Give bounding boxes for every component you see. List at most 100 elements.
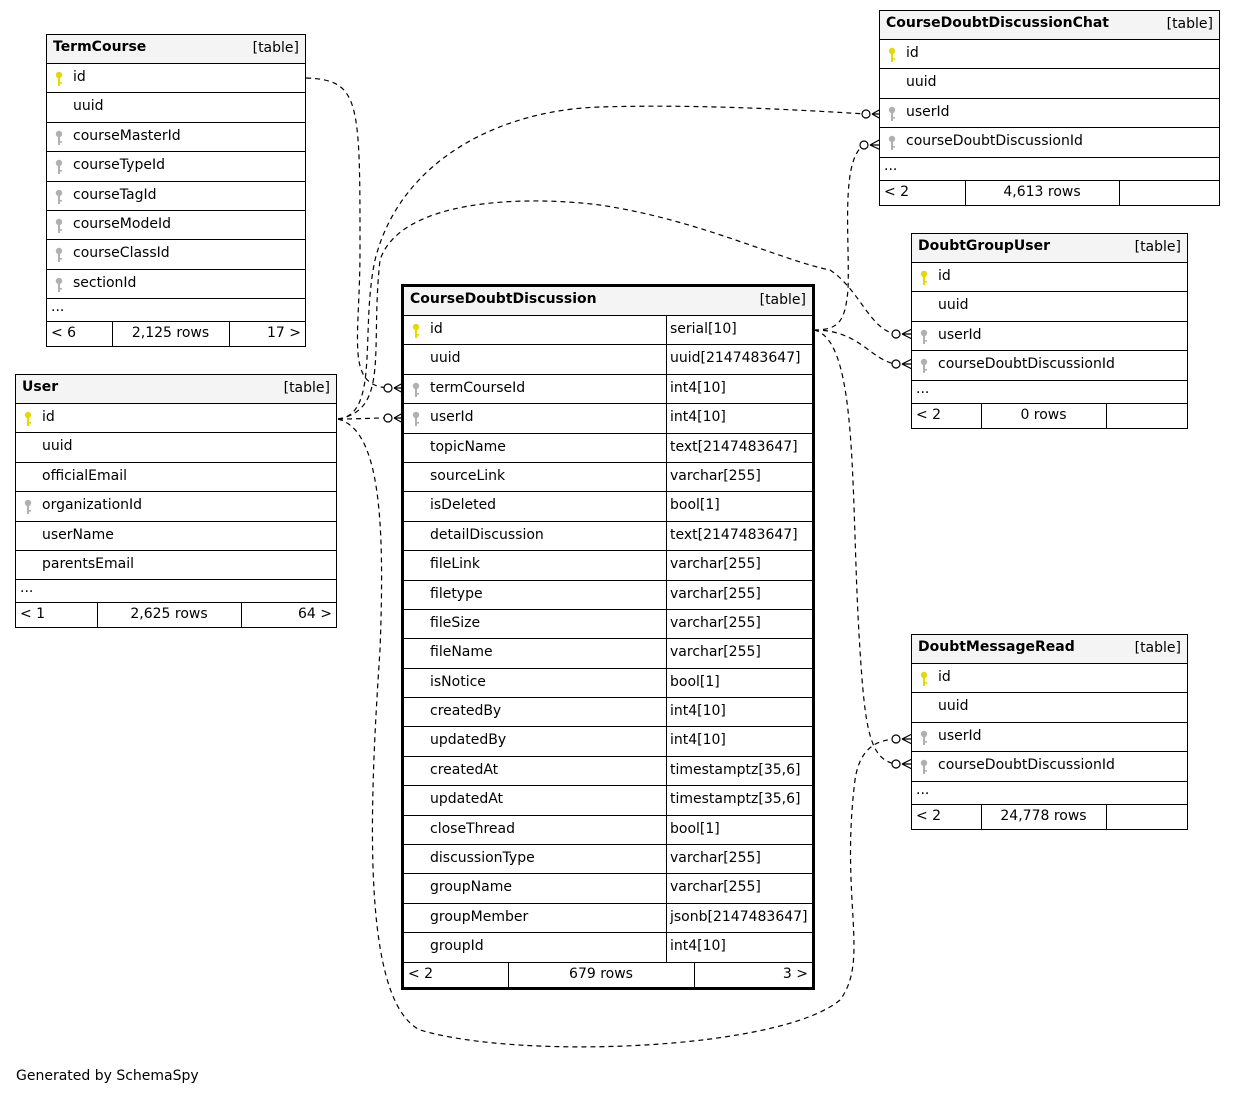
column-row[interactable]: id (912, 664, 1187, 694)
column-row[interactable]: courseMasterId (47, 123, 305, 153)
column-row[interactable]: uuid (880, 69, 1219, 99)
column-name: userId (430, 409, 474, 426)
column-row[interactable]: userName (16, 522, 336, 551)
footer-divider (241, 603, 242, 628)
column-divider (666, 727, 667, 756)
foreign-key-icon (919, 358, 929, 374)
children-count[interactable]: 17 > (267, 325, 301, 342)
column-row[interactable]: organizationId (16, 492, 336, 522)
column-divider (666, 316, 667, 345)
column-name: courseModeId (73, 215, 171, 232)
parents-count[interactable]: < 6 (51, 325, 77, 342)
column-divider (666, 815, 667, 845)
column-type: int4[10] (670, 409, 726, 426)
column-row[interactable]: courseTypeId (47, 152, 305, 182)
parents-count[interactable]: < 2 (884, 183, 910, 200)
column-row[interactable]: userId (880, 99, 1219, 129)
table-name[interactable]: TermCourse (53, 39, 147, 55)
column-type: timestamptz[35,6] (670, 791, 801, 808)
generated-by-label: Generated by SchemaSpy (16, 1068, 199, 1084)
row-count: 0 rows (1020, 406, 1067, 423)
column-row[interactable]: courseDoubtDiscussionId (880, 128, 1219, 158)
column-name: uuid (73, 98, 104, 115)
column-row[interactable]: courseClassId (47, 240, 305, 270)
table-name[interactable]: CourseDoubtDiscussion (410, 291, 597, 307)
table-name[interactable]: DoubtMessageRead (918, 639, 1075, 655)
column-row[interactable]: uuid (16, 433, 336, 463)
children-count[interactable]: 64 > (298, 606, 332, 623)
children-count[interactable]: 3 > (782, 965, 808, 982)
column-row[interactable]: courseTagId (47, 182, 305, 211)
column-row[interactable]: officialEmail (16, 463, 336, 493)
column-divider (666, 580, 667, 609)
column-row[interactable]: userId int4[10] (404, 404, 812, 434)
column-row[interactable]: uuid (912, 292, 1187, 322)
footer-divider (965, 180, 966, 205)
column-type: int4[10] (670, 379, 726, 396)
column-divider (666, 404, 667, 433)
column-row[interactable]: id (912, 263, 1187, 293)
column-row[interactable]: id (880, 40, 1219, 70)
row-count: 4,613 rows (1003, 183, 1081, 200)
column-row[interactable]: id (47, 64, 305, 94)
column-name: isDeleted (430, 497, 497, 514)
parents-count[interactable]: < 1 (20, 606, 46, 623)
table-name[interactable]: User (22, 379, 59, 395)
column-row[interactable]: uuid (912, 693, 1187, 723)
column-name: closeThread (430, 820, 516, 837)
column-row[interactable]: parentsEmail (16, 551, 336, 581)
column-row[interactable]: courseDoubtDiscussionId (912, 752, 1187, 782)
table-header: DoubtGroupUser[table] (912, 234, 1187, 263)
crowfoot-circle (891, 359, 901, 369)
column-divider (666, 668, 667, 698)
parents-count[interactable]: < 2 (916, 807, 942, 824)
column-row[interactable]: userId (912, 723, 1187, 753)
column-name: userId (906, 103, 950, 120)
ellipsis-text: ... (51, 299, 65, 316)
foreign-key-icon (54, 159, 64, 175)
column-divider (666, 933, 667, 962)
foreign-key-icon (54, 247, 64, 263)
column-row[interactable]: uuid (47, 93, 305, 123)
column-row[interactable]: courseDoubtDiscussionId (912, 351, 1187, 381)
column-row[interactable]: sectionId (47, 270, 305, 300)
table-name[interactable]: CourseDoubtDiscussionChat (886, 15, 1109, 31)
column-row[interactable]: userId (912, 322, 1187, 352)
column-divider (666, 492, 667, 521)
parents-count[interactable]: < 2 (916, 406, 942, 423)
ellipsis-text: ... (20, 580, 34, 597)
column-row[interactable]: id (16, 404, 336, 434)
footer-divider (229, 322, 230, 347)
table-name[interactable]: DoubtGroupUser (918, 238, 1051, 254)
parents-count[interactable]: < 2 (408, 965, 434, 982)
column-row[interactable]: courseModeId (47, 211, 305, 241)
column-name: isNotice (430, 673, 486, 690)
